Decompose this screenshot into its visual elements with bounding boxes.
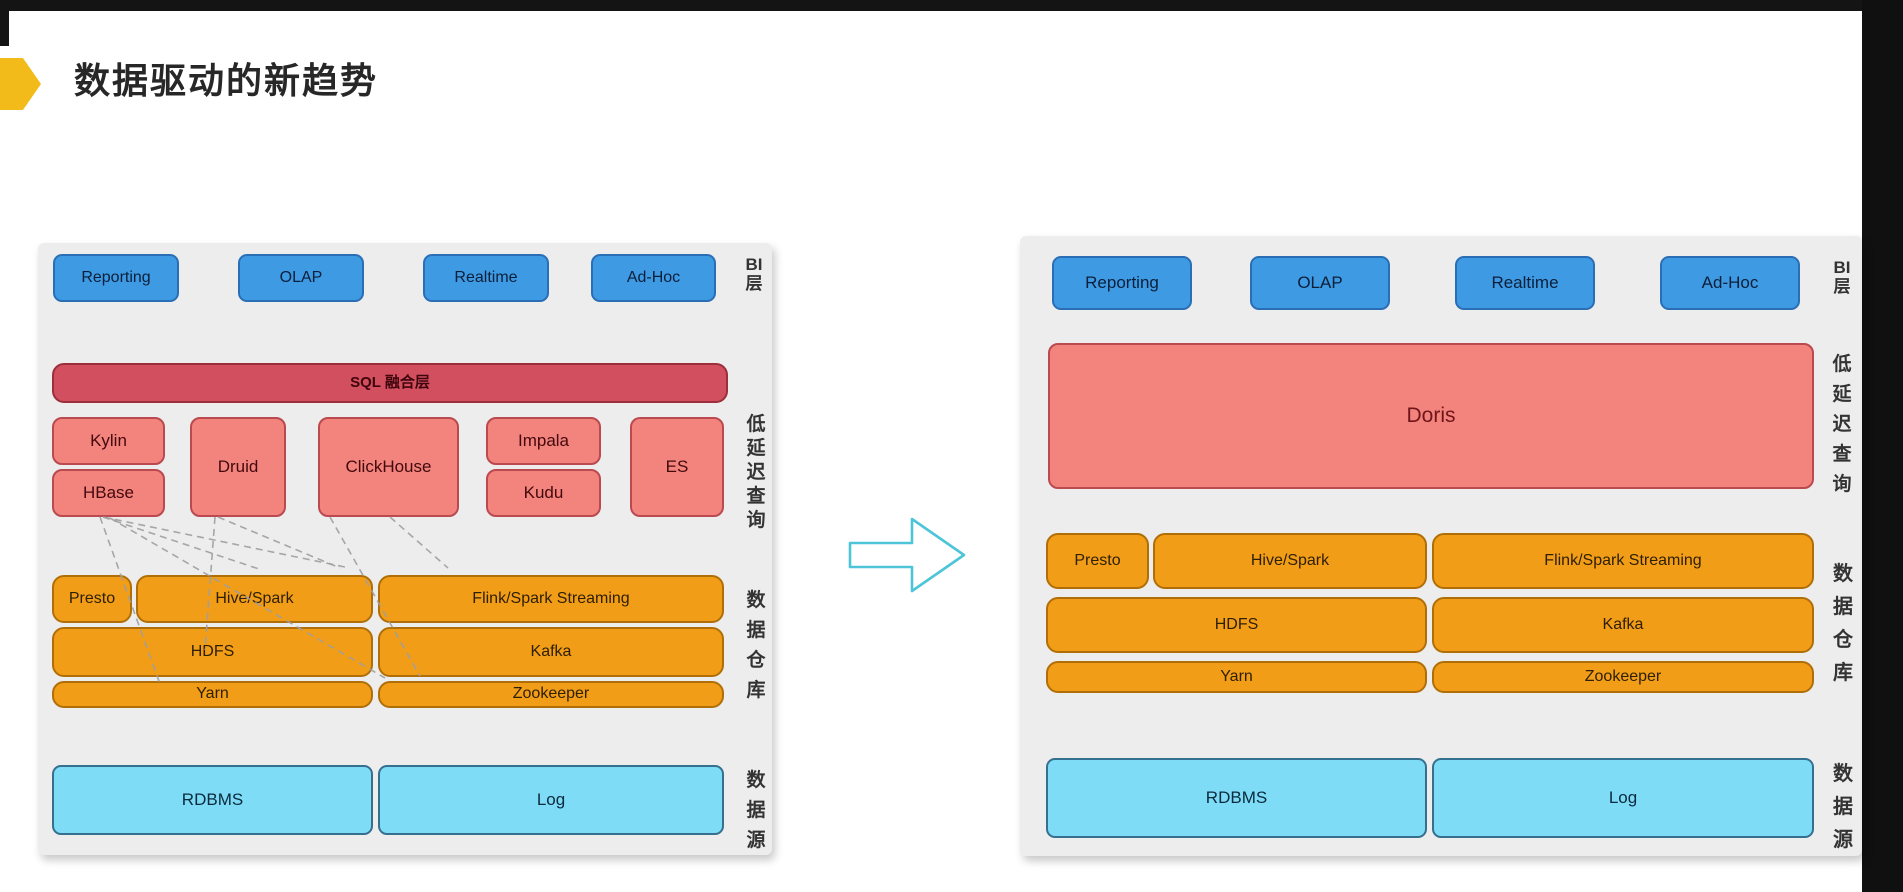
left-bi-box-olap: OLAP <box>238 254 364 302</box>
page-title: 数据驱动的新趋势 <box>74 60 379 101</box>
top-black-bar <box>0 0 1903 11</box>
right-box-kafka: Kafka <box>1432 597 1814 653</box>
right-layer-label-source: 数据源 <box>1833 763 1853 851</box>
left-box-log: Log <box>378 765 724 835</box>
left-box-impala: Impala <box>486 417 601 465</box>
left-box-flink: Flink/Spark Streaming <box>378 575 724 623</box>
right-box-yarn: Yarn <box>1046 661 1427 693</box>
left-box-druid: Druid <box>190 417 286 517</box>
left-box-rdbms: RDBMS <box>52 765 373 835</box>
right-layer-label-low-latency: 低延迟查询 <box>1832 354 1852 495</box>
right-bi-box-reporting: Reporting <box>1052 256 1192 310</box>
right-box-zookeeper: Zookeeper <box>1432 661 1814 693</box>
left-box-yarn: Yarn <box>52 681 373 708</box>
left-box-kafka: Kafka <box>378 627 724 677</box>
left-bi-box-realtime: Realtime <box>423 254 549 302</box>
left-box-hive-spark: Hive/Spark <box>136 575 373 623</box>
left-black-notch <box>0 0 9 46</box>
left-box-hbase: HBase <box>52 469 165 517</box>
left-box-kylin: Kylin <box>52 417 165 465</box>
right-layer-label-bi: BI层 <box>1833 258 1851 296</box>
right-box-hive-spark: Hive/Spark <box>1153 533 1427 589</box>
right-box-doris: Doris <box>1048 343 1814 489</box>
right-box-hdfs: HDFS <box>1046 597 1427 653</box>
right-black-band <box>1862 0 1903 892</box>
right-bi-box-realtime: Realtime <box>1455 256 1595 310</box>
left-sql-fusion-bar: SQL 融合层 <box>52 363 728 403</box>
left-layer-label-low-latency: 低延迟查询 <box>746 414 766 531</box>
left-box-hdfs: HDFS <box>52 627 373 677</box>
left-box-kudu: Kudu <box>486 469 601 517</box>
right-bi-box-olap: OLAP <box>1250 256 1390 310</box>
left-layer-label-bi: BI层 <box>745 255 763 293</box>
left-box-es: ES <box>630 417 724 517</box>
left-bi-box-reporting: Reporting <box>53 254 179 302</box>
left-bi-box-adhoc: Ad-Hoc <box>591 254 716 302</box>
bullet-arrow-icon <box>0 58 41 110</box>
left-layer-label-warehouse: 数据仓库 <box>746 590 766 701</box>
right-box-presto: Presto <box>1046 533 1149 589</box>
left-architecture-panel <box>38 243 772 855</box>
left-box-zookeeper: Zookeeper <box>378 681 724 708</box>
right-bi-box-adhoc: Ad-Hoc <box>1660 256 1800 310</box>
right-box-log: Log <box>1432 758 1814 838</box>
left-layer-label-source: 数据源 <box>746 770 766 851</box>
left-box-clickhouse: ClickHouse <box>318 417 459 517</box>
left-box-presto: Presto <box>52 575 132 623</box>
right-box-flink: Flink/Spark Streaming <box>1432 533 1814 589</box>
right-box-rdbms: RDBMS <box>1046 758 1427 838</box>
right-layer-label-warehouse: 数据仓库 <box>1833 563 1853 684</box>
transform-arrow-icon <box>848 517 966 593</box>
